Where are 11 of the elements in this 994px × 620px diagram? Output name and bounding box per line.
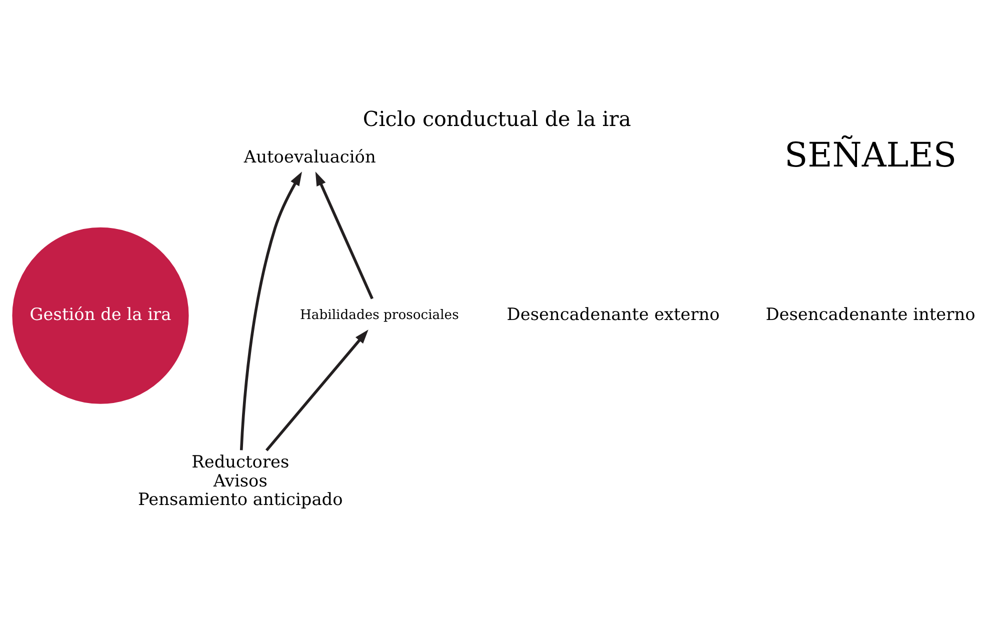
diagram-title: Ciclo conductual de la ira: [362, 107, 632, 132]
arrow: [315, 172, 374, 300]
label: SEÑALES: [784, 136, 957, 175]
label: Desencadenante interno: [766, 304, 976, 324]
node-text: Autoevaluación: [244, 146, 376, 166]
node-text: Reductores Avisos Pensamiento anticipado: [138, 452, 343, 510]
node-text: Habilidades prosociales: [300, 308, 459, 324]
label: Desencadenante externo: [506, 304, 720, 324]
node-circle: Gestión de la ira: [12, 227, 189, 404]
arrow: [265, 330, 368, 452]
arrow: [240, 172, 302, 450]
